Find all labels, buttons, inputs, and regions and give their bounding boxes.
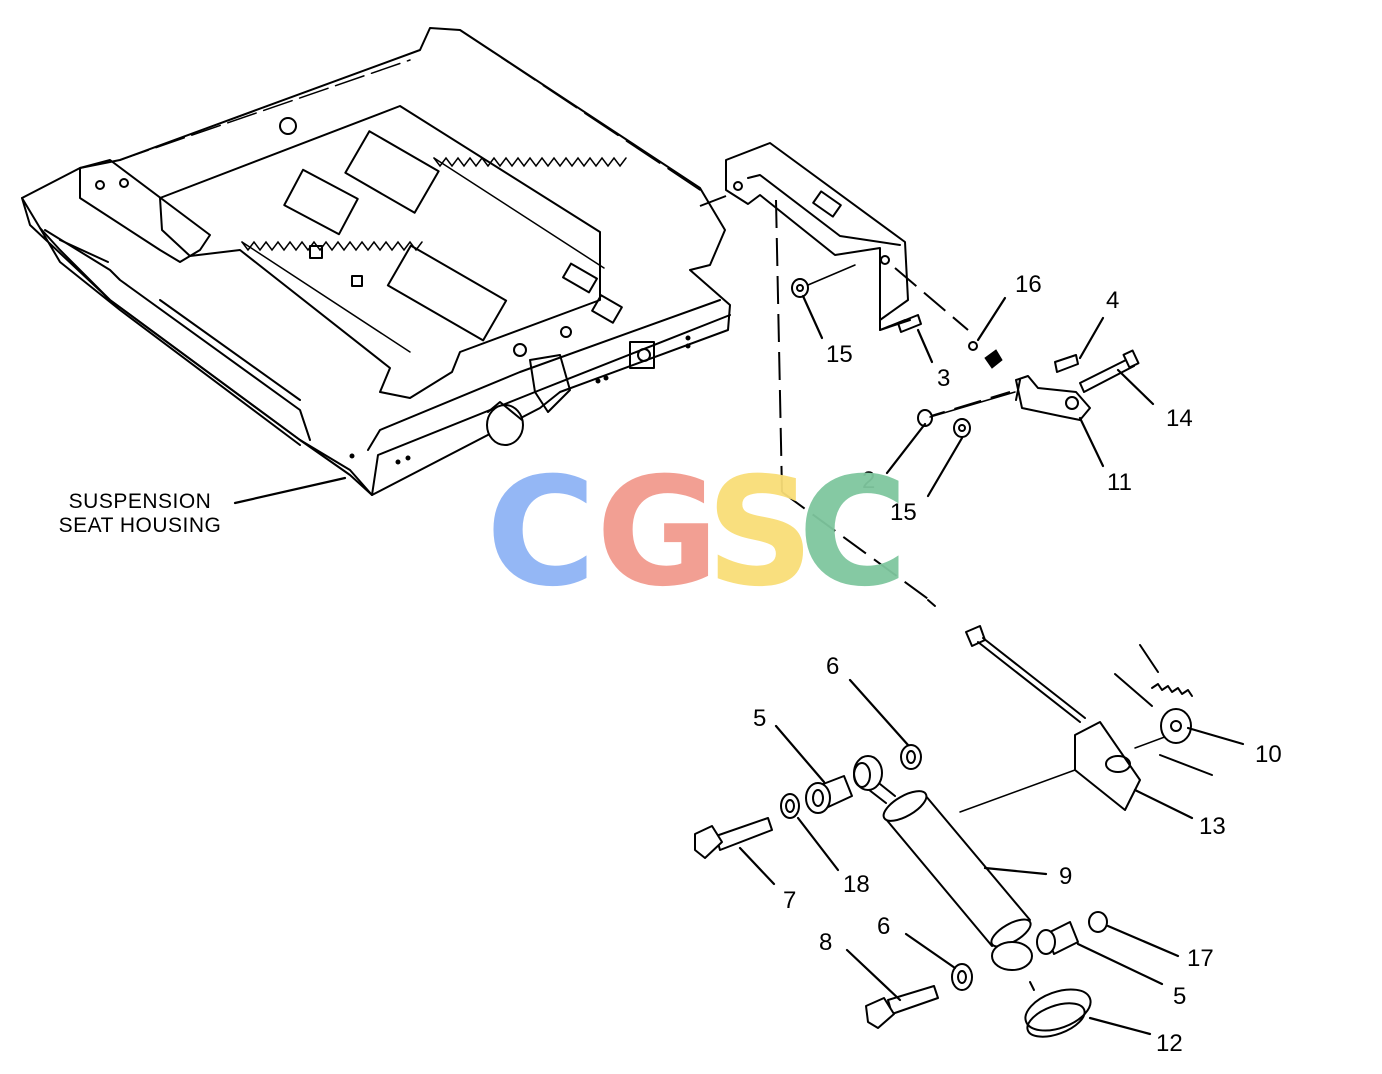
bolt-14 <box>1079 349 1140 393</box>
mounting-bracket <box>725 142 909 331</box>
suspension-seat-housing <box>21 27 731 496</box>
callout-15-upper: 15 <box>826 341 853 368</box>
lever-11 <box>1015 375 1091 421</box>
cable <box>927 599 1086 723</box>
callout-6-lower: 6 <box>877 913 890 940</box>
housing-label-line1: SUSPENSION <box>69 490 212 513</box>
bushing-5-lower <box>1036 921 1079 955</box>
callout-2: 2 <box>862 467 875 494</box>
housing-label-line2: SEAT HOUSING <box>59 514 222 537</box>
callout-15-lower: 15 <box>890 499 917 526</box>
upper-hardware <box>791 264 1140 438</box>
nut-2 <box>917 409 933 427</box>
bolt-7 <box>694 817 773 859</box>
callout-3: 3 <box>937 365 950 392</box>
set-screw-16 <box>968 341 1003 369</box>
callout-14: 14 <box>1166 405 1193 432</box>
callout-12: 12 <box>1156 1030 1183 1057</box>
callout-5-upper: 5 <box>753 705 766 732</box>
callout-5-lower: 5 <box>1173 983 1186 1010</box>
bolt-8 <box>865 985 939 1029</box>
callout-18: 18 <box>843 871 870 898</box>
callout-13: 13 <box>1199 813 1226 840</box>
pin-4 <box>1054 354 1079 373</box>
bolt-3 <box>879 314 922 333</box>
cgsc-watermark: C G S C <box>486 446 908 620</box>
callout-17: 17 <box>1187 945 1214 972</box>
cylinder-9 <box>853 755 1033 971</box>
callout-6-upper: 6 <box>826 653 839 680</box>
watermark-letter-3: S <box>706 446 814 620</box>
callout-7: 7 <box>783 887 796 914</box>
callout-4: 4 <box>1106 287 1119 314</box>
callout-10: 10 <box>1255 741 1282 768</box>
watermark-letter-4: C <box>798 446 908 620</box>
leader-lines <box>233 294 1245 1036</box>
washer-6-upper <box>900 744 922 770</box>
watermark-letter-1: C <box>486 446 596 620</box>
labels: SUSPENSION SEAT HOUSING 2 3 4 5 5 6 6 7 … <box>59 271 1282 1057</box>
nut-15-upper <box>791 278 809 298</box>
clamp-12 <box>1024 988 1092 1038</box>
cam-10 <box>1160 708 1192 744</box>
bushing-5-upper <box>805 775 853 814</box>
callout-16: 16 <box>1015 271 1042 298</box>
callout-8: 8 <box>819 929 832 956</box>
assembly-lines <box>699 195 1011 605</box>
bell-crank-13 <box>1074 721 1141 811</box>
callout-11: 11 <box>1107 469 1132 496</box>
nut-17 <box>1088 911 1108 933</box>
washer-6-lower <box>951 963 973 991</box>
nut-15-lower <box>953 418 971 438</box>
watermark-letter-2: G <box>596 446 719 620</box>
lower-hardware <box>694 644 1213 1038</box>
washer-18 <box>780 793 800 819</box>
callout-9: 9 <box>1059 863 1072 890</box>
